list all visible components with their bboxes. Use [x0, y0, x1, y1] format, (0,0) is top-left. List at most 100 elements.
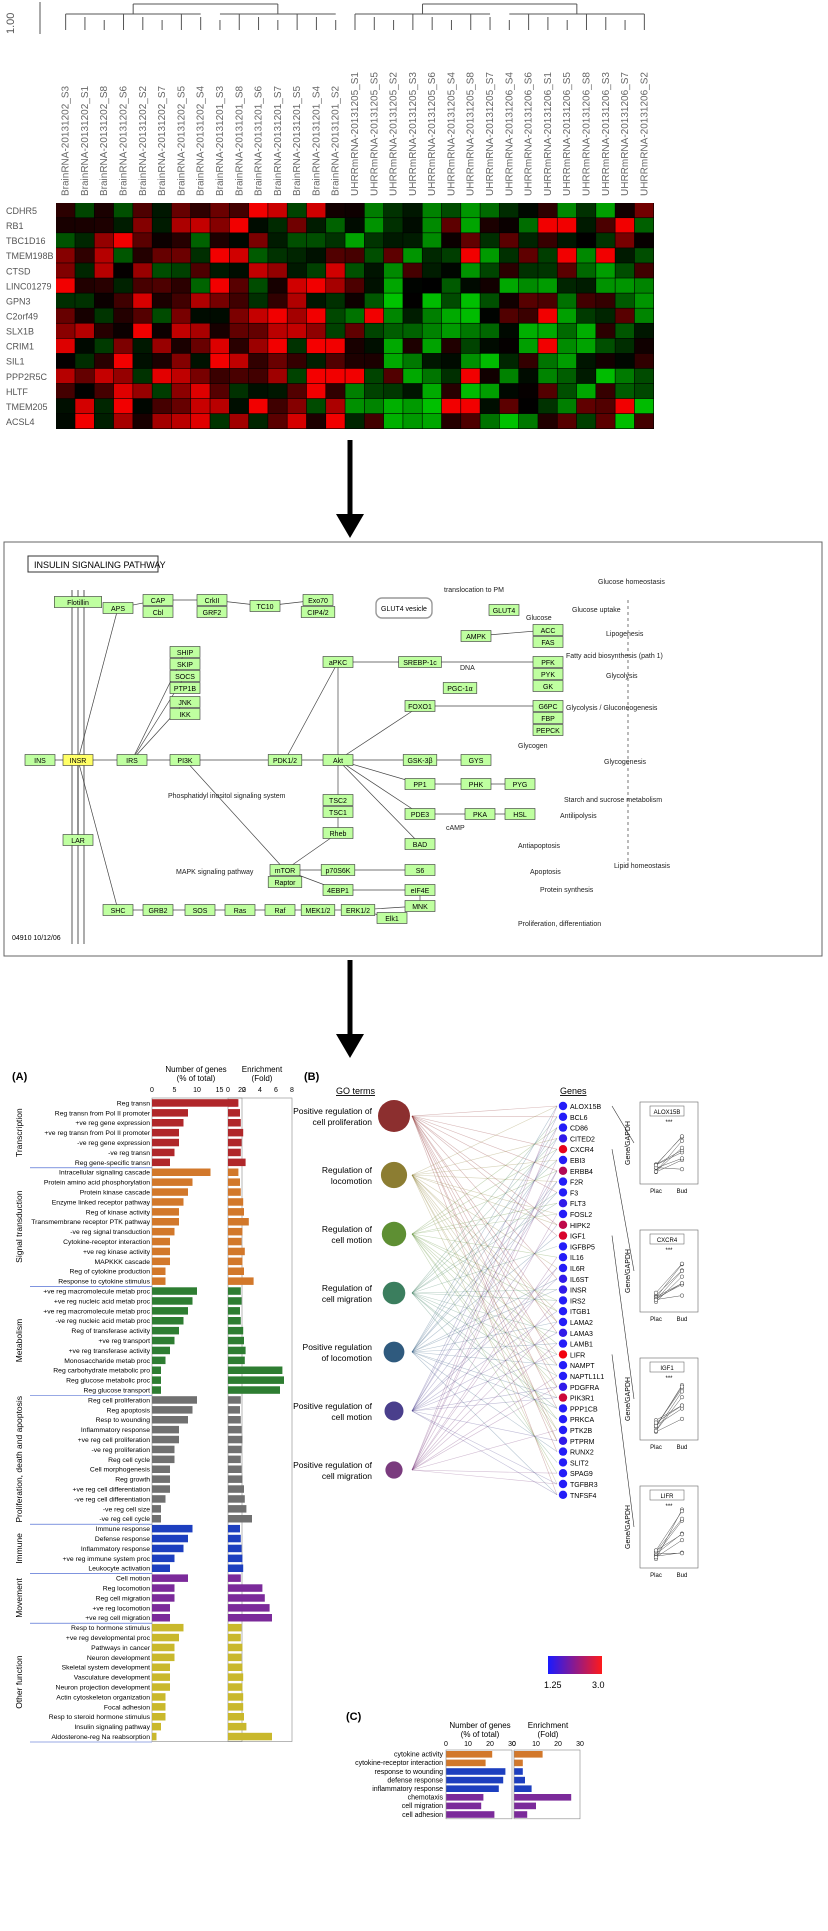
panel-a-fold-bar — [228, 1436, 242, 1444]
panel-a-fold-bar — [228, 1357, 245, 1365]
heatmap-cell — [577, 278, 596, 292]
heatmap-cell — [461, 218, 480, 232]
gene-node — [559, 1275, 567, 1283]
panel-a-pct-bar — [152, 1634, 179, 1642]
heatmap-cell — [249, 233, 268, 247]
panel-a-fold-bar — [228, 1446, 242, 1454]
heatmap-cell — [442, 278, 461, 292]
heatmap-cell — [287, 263, 306, 277]
annotation-glucose: Glucose — [526, 615, 552, 622]
pathway-footer: 04910 10/12/06 — [12, 935, 61, 942]
heatmap-cell — [365, 278, 384, 292]
node-pdk-label: PDK1/2 — [273, 758, 297, 765]
heatmap-cell — [249, 293, 268, 307]
heatmap-cell — [95, 399, 114, 413]
heatmap-cell — [403, 384, 422, 398]
heatmap-cell — [114, 384, 133, 398]
heatmap-cell — [635, 354, 654, 368]
go-term-label-line2: cell proliferation — [312, 1117, 372, 1127]
heatmap-cell — [172, 339, 191, 353]
gene-node — [559, 1437, 567, 1445]
panel-c-pct-bar — [446, 1751, 492, 1758]
panel-a-col1-tick: 0 — [150, 1087, 154, 1094]
heatmap-cell — [538, 354, 557, 368]
gene-label: IGF1 — [570, 1234, 586, 1241]
panel-a-pct-bar — [152, 1574, 188, 1582]
heatmap-cell — [403, 203, 422, 217]
node-pka-label: PKA — [473, 812, 487, 819]
heatmap-cell — [423, 203, 442, 217]
heatmap-cell — [75, 278, 94, 292]
heatmap-cell — [191, 248, 210, 262]
heatmap-cell — [345, 248, 364, 262]
heatmap-cell — [307, 399, 326, 413]
gene-node — [559, 1134, 567, 1142]
panel-a-group-label: Metabolism — [14, 1319, 24, 1362]
heatmap-cell — [538, 233, 557, 247]
heatmap-cell — [403, 369, 422, 383]
heatmap-cell — [268, 324, 287, 338]
heatmap-cell — [326, 339, 345, 353]
heatmap-cell — [307, 248, 326, 262]
sample-label: UHRRmRNA-20131206_S3 — [601, 72, 612, 196]
heatmap-cell — [210, 339, 229, 353]
heatmap-cell — [56, 233, 75, 247]
node-crkii-label: CrkII — [205, 598, 220, 605]
panel-c-row-label: cell adhesion — [402, 1812, 443, 1819]
heatmap-cell — [480, 233, 499, 247]
heatmap-cell — [114, 369, 133, 383]
panel-a-pct-bar — [152, 1683, 170, 1691]
heatmap-cell — [56, 278, 75, 292]
panel-a-pct-bar — [152, 1238, 170, 1246]
panel-c-col1-tick: 20 — [486, 1741, 494, 1748]
panel-a-row-label: Aldosterone-reg Na reabsorption — [51, 1734, 150, 1741]
gene-label: TNFSF4 — [570, 1493, 597, 1500]
panel-c-col2-tick: 10 — [532, 1741, 540, 1748]
heatmap-cell — [152, 369, 171, 383]
panel-a-fold-bar — [228, 1169, 238, 1177]
node-bad-label: BAD — [413, 842, 427, 849]
sample-label: BrainRNA-20131202_S2 — [138, 85, 149, 196]
panel-a-row-label: Reg carbohydrate metabolic pro — [53, 1368, 150, 1375]
heatmap-cell — [635, 278, 654, 292]
panel-a-pct-bar — [152, 1129, 179, 1137]
heatmap-cell — [326, 399, 345, 413]
heatmap-cell — [56, 384, 75, 398]
heatmap-cell — [287, 414, 306, 428]
heatmap-cell — [287, 203, 306, 217]
panel-a-row-label: Protein amino acid phosphorylation — [44, 1180, 150, 1187]
heatmap-cell — [480, 399, 499, 413]
heatmap-cell — [268, 263, 287, 277]
heatmap-cell — [345, 324, 364, 338]
gene-label: HIPK2 — [570, 1223, 590, 1230]
heatmap-cell — [365, 263, 384, 277]
heatmap-cell — [133, 384, 152, 398]
panel-a-fold-bar — [228, 1604, 270, 1612]
panel-a-group-label: Other function — [14, 1655, 24, 1709]
heatmap-cell — [287, 339, 306, 353]
heatmap-cell — [519, 399, 538, 413]
heatmap-cell — [326, 263, 345, 277]
panel-a-fold-bar — [228, 1683, 242, 1691]
panel-c-pct-bar — [446, 1811, 494, 1818]
heatmap-cell — [249, 339, 268, 353]
sample-label: UHRRmRNA-20131205_S4 — [446, 72, 457, 196]
sample-label: BrainRNA-20131201_S3 — [215, 85, 226, 196]
heatmap-cell — [287, 308, 306, 322]
heatmap-cell — [249, 369, 268, 383]
sample-label: UHRRmRNA-20131205_S6 — [427, 72, 438, 196]
panel-a-row-label: Reg glucose transport — [84, 1388, 151, 1395]
heatmap-cell — [423, 369, 442, 383]
sample-label: BrainRNA-20131201_S8 — [234, 85, 245, 196]
gene-label: PRKCA — [570, 1417, 594, 1424]
heatmap-cell — [95, 278, 114, 292]
heatmap-cell — [172, 324, 191, 338]
heatmap-cell — [423, 308, 442, 322]
panel-a-fold-bar — [228, 1664, 242, 1672]
gene-label: C2orf49 — [6, 312, 38, 322]
panel-a-row-label: Leukocyte activation — [88, 1566, 150, 1573]
heatmap-cell — [152, 354, 171, 368]
heatmap-cell — [230, 369, 249, 383]
heatmap-cell — [596, 278, 615, 292]
